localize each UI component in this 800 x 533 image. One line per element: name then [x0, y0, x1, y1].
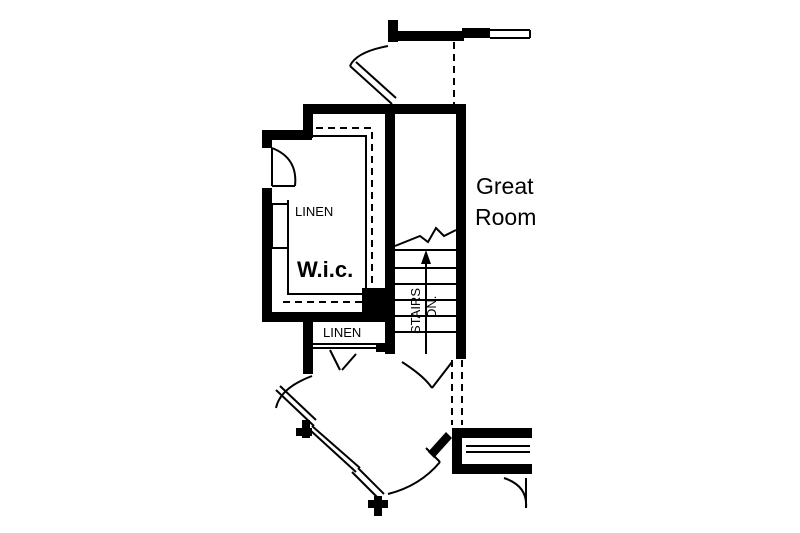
foyer-door-bottom-swing [387, 461, 441, 495]
wall-top-horizontal [388, 31, 464, 41]
wall-wic-stub-top [303, 104, 313, 138]
foyer [275, 375, 452, 516]
foyer-door-left-swing [275, 375, 313, 409]
stair-door-swing [401, 361, 433, 389]
label-great-room-line2: Room [475, 204, 536, 230]
wall-wic-bottom [262, 312, 388, 322]
stair-arrow-head [421, 250, 431, 264]
stair-walls [306, 104, 466, 359]
wall-linen-right-stub [376, 344, 386, 352]
wall-wic-top [262, 130, 312, 140]
wall-wic-left-upper [262, 130, 272, 148]
stairs [394, 226, 457, 389]
wall-linen-left [303, 312, 313, 374]
wall-stair-right [456, 104, 466, 359]
upper-door-swing [349, 45, 389, 67]
foyer-post-bottom-h [368, 500, 388, 508]
label-walk-in-closet: W.i.c. [297, 257, 353, 282]
wic-door-swing [271, 147, 297, 187]
upper-door [349, 45, 397, 105]
wall-lower-right-bottom [452, 464, 532, 474]
wic-shelf-dashed [282, 127, 373, 303]
foyer-wall-left-b [311, 425, 361, 469]
label-stairs-down: DN. [424, 296, 439, 318]
lower-linen [303, 312, 386, 374]
foyer-door-left-leaf-b [279, 385, 317, 421]
wic-walls [262, 104, 388, 322]
foyer-post-right [428, 432, 452, 458]
wall-stair-left [385, 104, 395, 354]
wall-lower-right-v [452, 428, 462, 474]
upper-door-leaf [349, 65, 393, 105]
wall-top-right-cap [462, 28, 490, 38]
label-stairs: STAIRS [408, 288, 423, 334]
foyer-door-left-leaf [275, 389, 315, 427]
foyer-post-left-v [302, 420, 310, 438]
linen-door-leaf [329, 349, 341, 371]
linen-door-leaf-b [341, 353, 357, 371]
wic-shelf-solid [287, 135, 367, 295]
label-great-room-line1: Great [476, 173, 534, 199]
linen-shelf-box [271, 203, 289, 249]
wall-wic-left-lower [262, 188, 272, 320]
label-linen-upper: LINEN [295, 204, 333, 219]
stair-door-leaf [431, 361, 453, 389]
foyer-wall-bottom-b [357, 467, 385, 495]
foyer-wall-left-a [309, 429, 357, 473]
upper-door-leaf-b [355, 61, 397, 99]
lower-right-door-swing [503, 477, 528, 509]
stair-break-line [394, 226, 457, 247]
lower-right-wall [452, 428, 532, 509]
foyer-wall-bottom-a [351, 471, 381, 501]
top-wall-group [388, 20, 531, 42]
wall-lower-right-top [452, 428, 532, 438]
label-linen-lower: LINEN [323, 325, 361, 340]
